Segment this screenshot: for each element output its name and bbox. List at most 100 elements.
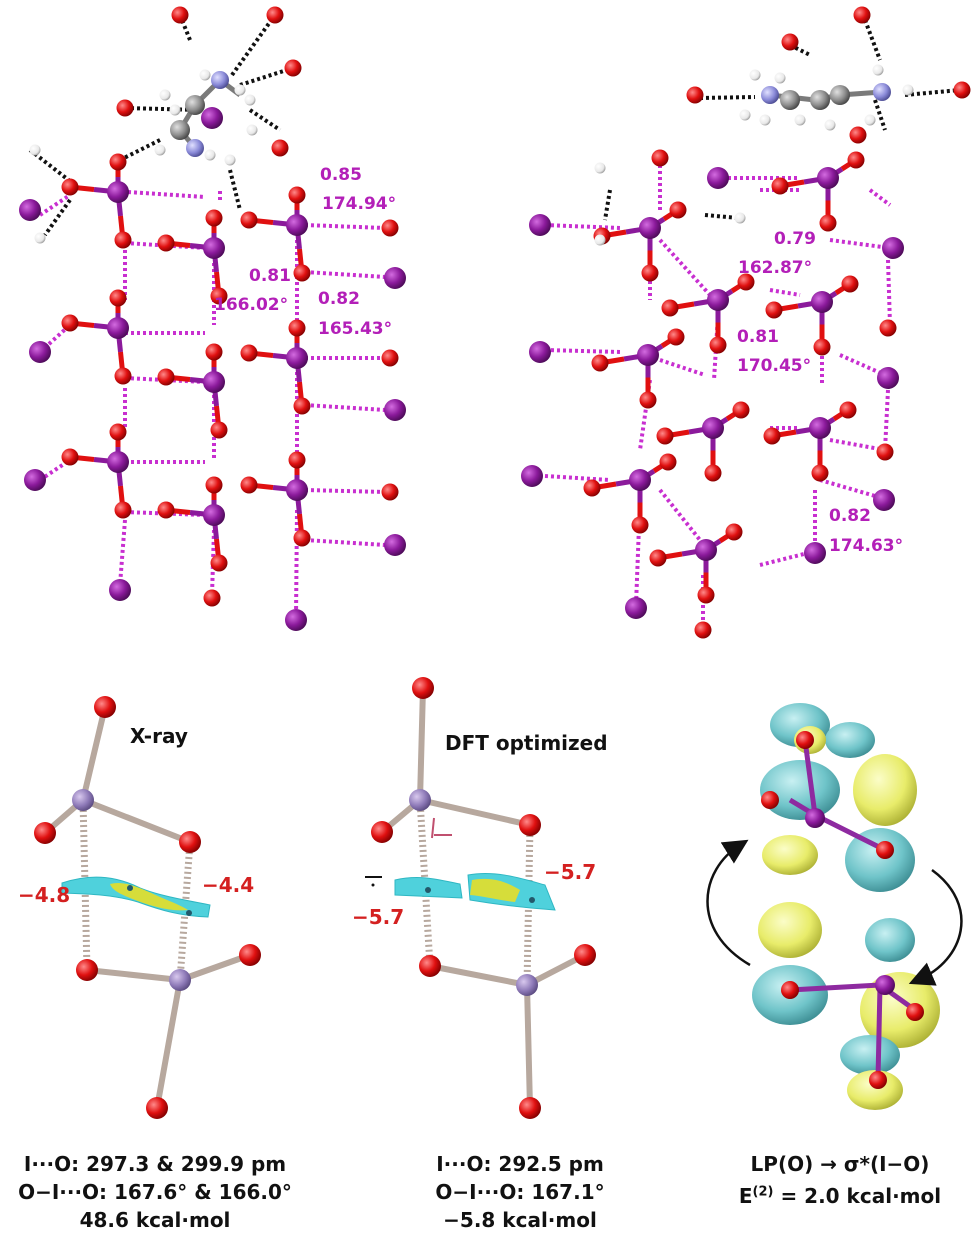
iodine-atom bbox=[107, 451, 129, 473]
iodine-atom bbox=[107, 317, 129, 339]
panel-xray: X-ray−4.8−4.4 bbox=[18, 696, 261, 1119]
oxygen-atom bbox=[732, 401, 750, 419]
iodine-atom bbox=[804, 542, 826, 564]
oxygen-atom bbox=[725, 523, 743, 541]
caption-xray: I···O: 297.3 & 299.9 pm O−I···O: 167.6° … bbox=[0, 1150, 310, 1234]
panel-dft-left-value: −5.7 bbox=[352, 905, 404, 929]
oxygen-atom bbox=[61, 448, 79, 466]
hydrogen-atom bbox=[774, 72, 786, 84]
oxygen-atom bbox=[667, 328, 685, 346]
oxygen-atom bbox=[819, 214, 837, 232]
caption-dft-line-3: −5.8 kcal·mol bbox=[443, 1208, 597, 1232]
hydrogen-atom bbox=[749, 69, 761, 81]
halogen-bond bbox=[829, 438, 886, 452]
halogen-bond bbox=[118, 519, 127, 586]
oxygen-atom bbox=[669, 201, 687, 219]
iodine-atom bbox=[873, 489, 895, 511]
halogen-bond bbox=[304, 538, 386, 547]
iodine-atom bbox=[707, 167, 729, 189]
orbital-lobe-cyan bbox=[825, 722, 875, 758]
carbon-atom bbox=[780, 90, 800, 110]
oxygen-atom bbox=[519, 1097, 541, 1119]
hydrogen-bond bbox=[863, 19, 882, 61]
orbital-lobe-yellow bbox=[762, 835, 818, 875]
oxygen-atom bbox=[240, 211, 258, 229]
oxygen-atom bbox=[796, 731, 814, 749]
oxygen-atom bbox=[271, 139, 289, 157]
halogen-bond bbox=[38, 193, 72, 217]
hydrogen-atom bbox=[759, 114, 771, 126]
iodine-atom bbox=[629, 469, 651, 491]
iodine-atom bbox=[201, 107, 223, 129]
label-bond-order-6: 0.82 bbox=[829, 506, 871, 526]
oxygen-atom bbox=[284, 59, 302, 77]
oxygen-atom bbox=[94, 696, 116, 718]
orbital-lobe-cyan bbox=[760, 760, 840, 820]
iodine-atom bbox=[169, 969, 191, 991]
hydrogen-atom bbox=[872, 64, 884, 76]
oxygen-atom bbox=[853, 6, 871, 24]
crystal-left-labels: 0.85 174.94° 0.81 166.02° 0.82 165.43° bbox=[214, 165, 396, 339]
oxygen-atom bbox=[293, 264, 311, 282]
halogen-contact bbox=[176, 841, 194, 981]
panel-xray-right-value: −4.4 bbox=[202, 873, 254, 897]
oxygen-atom bbox=[146, 1097, 168, 1119]
panel-dft: DFT optimized−5.7−5.7 bbox=[352, 677, 608, 1119]
hydrogen-atom bbox=[864, 114, 876, 126]
hydrogen-atom bbox=[154, 144, 166, 156]
stick-bond bbox=[417, 797, 533, 828]
oxygen-atom bbox=[381, 349, 399, 367]
label-bond-order-3: 0.82 bbox=[318, 289, 360, 309]
oxygen-atom bbox=[240, 476, 258, 494]
oxygen-atom bbox=[114, 501, 132, 519]
oxygen-atom bbox=[876, 841, 894, 859]
ncips-isosurface-yellow bbox=[470, 878, 520, 902]
oxygen-atom bbox=[639, 391, 657, 409]
hydrogen-atom bbox=[734, 212, 746, 224]
oxygen-atom bbox=[412, 677, 434, 699]
caption-dft-line-2: O−I···O: 167.1° bbox=[435, 1180, 605, 1204]
halogen-bond bbox=[304, 270, 386, 279]
orbital-bond bbox=[875, 984, 883, 1081]
dot-mark bbox=[371, 883, 375, 887]
bond-critical-point bbox=[186, 910, 192, 916]
label-bond-order-5: 0.81 bbox=[737, 327, 779, 347]
oxygen-atom bbox=[210, 554, 228, 572]
oxygen-atom bbox=[114, 367, 132, 385]
nitrogen-atom bbox=[211, 71, 229, 89]
stick-bond bbox=[84, 967, 183, 983]
hydrogen-bond bbox=[248, 108, 282, 132]
oxygen-atom bbox=[847, 151, 865, 169]
label-angle-2: 166.02° bbox=[214, 295, 288, 315]
oxygen-atom bbox=[686, 86, 704, 104]
nitrogen-atom bbox=[186, 139, 204, 157]
stick-bond bbox=[524, 982, 533, 1111]
oxygen-atom bbox=[203, 589, 221, 607]
caption-nbo: LP(O) → σ*(I−O) E(2) = 2.0 kcal·mol bbox=[700, 1150, 980, 1210]
oxygen-atom bbox=[266, 6, 284, 24]
bond-critical-point bbox=[425, 887, 431, 893]
oxygen-atom bbox=[906, 1003, 924, 1021]
iodine-atom bbox=[516, 974, 538, 996]
hydrogen-bond bbox=[699, 95, 756, 100]
iodine-atom bbox=[625, 597, 647, 619]
hydrogen-atom bbox=[902, 84, 914, 96]
oxygen-atom bbox=[76, 959, 98, 981]
iodine-atom bbox=[107, 181, 129, 203]
hydrogen-bond bbox=[704, 213, 739, 220]
iodine-atom bbox=[529, 341, 551, 363]
orbital-bond bbox=[813, 812, 887, 853]
oxygen-atom bbox=[661, 299, 679, 317]
oxygen-atom bbox=[583, 479, 601, 497]
halogen-bond bbox=[544, 474, 611, 482]
crystal-packing-left bbox=[19, 6, 406, 631]
iodine-atom bbox=[882, 237, 904, 259]
oxygen-atom bbox=[114, 231, 132, 249]
hydrogen-atom bbox=[234, 84, 246, 96]
oxygen-atom bbox=[240, 344, 258, 362]
oxygen-atom bbox=[709, 336, 727, 354]
iodine-atom bbox=[29, 341, 51, 363]
oxygen-atom bbox=[631, 516, 649, 534]
carbon-atom bbox=[170, 120, 190, 140]
oxygen-atom bbox=[205, 343, 223, 361]
